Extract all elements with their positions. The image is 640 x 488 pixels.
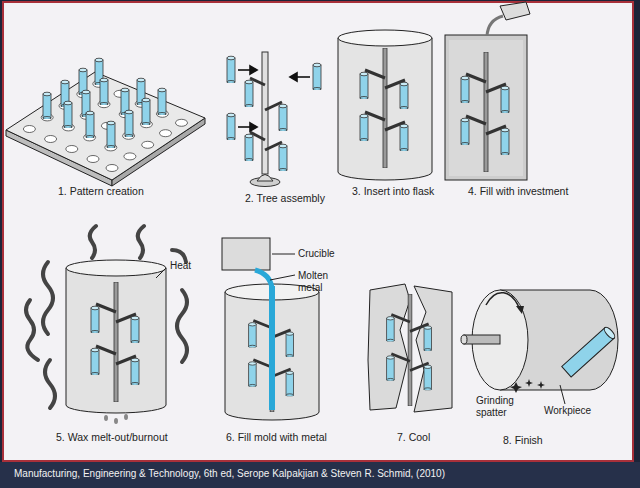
wax-patterns — [43, 58, 166, 148]
pour-mold — [222, 238, 319, 420]
broken-mold — [368, 284, 452, 412]
source-caption: Manufacturing, Engineering & Technology,… — [14, 468, 445, 480]
burnout-flask — [66, 260, 166, 424]
slide-panel — [3, 2, 633, 461]
part-label: Workpiece — [544, 405, 591, 417]
step-caption: 6. Fill mold with metal — [226, 431, 327, 443]
flask — [338, 30, 432, 180]
step-caption: 8. Finish — [503, 434, 543, 446]
step-caption: 4. Fill with investment — [468, 185, 568, 197]
leader-line — [270, 275, 295, 280]
step-caption: 2. Tree assembly — [245, 192, 325, 204]
part-label: Crucible — [298, 248, 335, 260]
pattern-plate — [6, 72, 205, 186]
footer-bar — [0, 462, 640, 488]
investment-box — [445, 2, 530, 180]
step-caption: 3. Insert into flask — [352, 185, 434, 197]
leader-line — [156, 268, 166, 278]
heat-waves — [26, 226, 187, 408]
step-caption: 5. Wax melt-out/burnout — [56, 431, 168, 443]
part-label: Heat — [170, 260, 191, 272]
part-label: Grinding spatter — [476, 395, 528, 418]
leader-line — [560, 385, 565, 404]
part-label: Molten metal — [298, 270, 340, 293]
tree-assembly — [227, 52, 321, 187]
step-caption: 1. Pattern creation — [58, 185, 144, 197]
grinding-wheel — [461, 290, 618, 393]
leader-line — [272, 254, 295, 255]
step-caption: 7. Cool — [397, 431, 430, 443]
